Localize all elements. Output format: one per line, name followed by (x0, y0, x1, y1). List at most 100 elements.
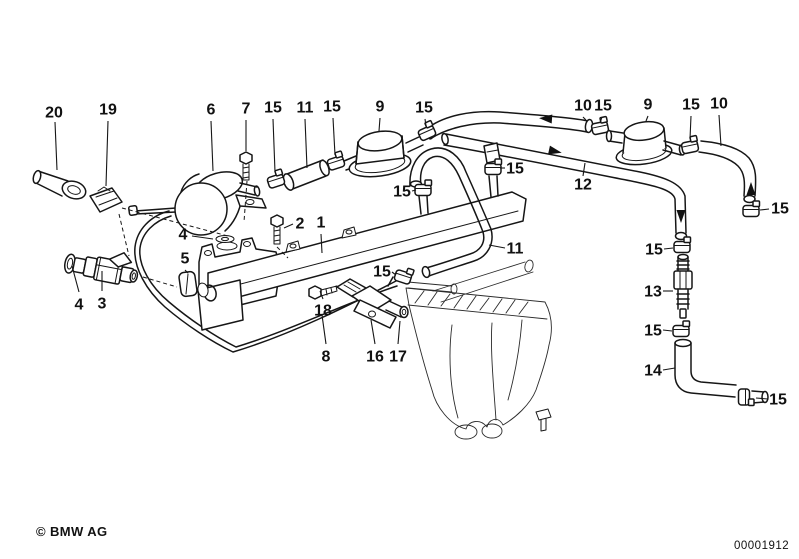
part-callout-4-20: 4 (179, 227, 188, 244)
part-callout-15-14: 15 (506, 161, 524, 178)
hose-clamp-15 (672, 320, 691, 338)
part-callout-8-32: 8 (322, 349, 331, 366)
rail-end-block (197, 279, 244, 331)
manifold-bolt (535, 408, 552, 432)
leader-line (283, 223, 294, 229)
part-callout-15-29: 15 (769, 392, 787, 409)
part-callout-13-26: 13 (644, 284, 662, 301)
leader-line (391, 271, 397, 276)
part-callout-9-11: 9 (644, 97, 653, 114)
leader-line (321, 314, 327, 345)
part-callout-15-25: 15 (645, 242, 663, 259)
part-callout-3-23: 3 (98, 296, 107, 313)
regulator-stem (134, 207, 177, 215)
leader-line (191, 235, 214, 240)
leader-line (54, 121, 58, 171)
fuel-injector-3 (63, 252, 139, 285)
leader-line (397, 320, 401, 345)
part-callout-15-27: 15 (644, 323, 662, 340)
rail-nipple (418, 195, 429, 215)
part-callout-15-12: 15 (682, 97, 700, 114)
leader-line (759, 208, 770, 211)
bolt-18 (308, 285, 338, 300)
assembly-dashed-lines (118, 180, 289, 288)
part-callout-2-18: 2 (296, 216, 305, 233)
part-callout-5-21: 5 (181, 251, 190, 268)
connector-19 (89, 186, 123, 213)
leader-line (689, 115, 692, 140)
valve-16-assembly (336, 276, 409, 329)
leader-line (582, 162, 586, 177)
leader-line (645, 115, 649, 122)
leader-line (272, 118, 276, 173)
hose-10-left (424, 110, 594, 140)
hose-clamp-15 (589, 115, 611, 136)
leader-line (378, 117, 381, 132)
leader-line (488, 244, 506, 249)
bolt-2 (270, 214, 284, 245)
elbow-hose-14 (674, 338, 769, 404)
leader-line (332, 117, 336, 156)
leader-line (582, 116, 587, 121)
part-callout-7-3: 7 (242, 101, 251, 118)
leader-line (662, 329, 673, 332)
part-callout-15-8: 15 (415, 100, 433, 117)
leader-line (411, 189, 417, 192)
vacuum-pipe-8 (134, 210, 398, 353)
part-callout-6-2: 6 (207, 102, 216, 119)
part-callout-15-16: 15 (771, 201, 789, 218)
part-callout-11-24: 11 (507, 241, 524, 258)
hose-clamp-15 (742, 200, 761, 218)
short-hose-11 (282, 159, 330, 191)
part-callout-14-28: 14 (644, 363, 662, 380)
leader-line (105, 120, 109, 187)
leader-line (718, 114, 722, 147)
bolt-7 (239, 151, 253, 181)
flow-direction-arrow (676, 210, 686, 223)
hose-10-right (698, 140, 757, 204)
part-callout-1-19: 1 (317, 215, 326, 232)
pressure-regulator-6 (127, 171, 267, 236)
part-callout-9-7: 9 (376, 99, 385, 116)
injector-cap-4 (66, 257, 74, 270)
damper-outlet-nipple (405, 135, 424, 153)
part-callout-20-0: 20 (45, 105, 63, 122)
part-callout-11-5: 11 (297, 100, 314, 117)
flow-arrows (539, 114, 756, 223)
part-callout-12-15: 12 (574, 177, 592, 194)
part-callout-10-13: 10 (710, 96, 728, 113)
part-callout-17-34: 17 (389, 349, 407, 366)
valve-nipple (387, 276, 394, 287)
seal-washer-4 (215, 235, 238, 251)
leader-line (424, 118, 427, 127)
flow-direction-arrow (539, 114, 553, 124)
vacuum-damper-9b (605, 120, 686, 166)
rubber-boot-20 (32, 169, 87, 200)
leader-line (662, 367, 676, 371)
leader-line (71, 265, 80, 293)
flow-direction-arrow (548, 145, 562, 155)
part-callout-16-33: 16 (366, 349, 384, 366)
part-callout-18-31: 18 (314, 303, 332, 320)
intake-manifold-sketch (405, 259, 552, 440)
barb-fitting-13 (673, 253, 693, 319)
part-callout-15-30: 15 (373, 264, 391, 281)
leader-line (319, 290, 324, 300)
part-callout-15-6: 15 (323, 99, 341, 116)
injector-connector (108, 252, 133, 268)
part-callout-15-10: 15 (594, 98, 612, 115)
vacuum-damper-9a (348, 130, 424, 178)
part-callout-4-22: 4 (75, 297, 84, 314)
leader-line (184, 269, 189, 274)
part-callout-19-1: 19 (99, 102, 117, 119)
hose-clamp-15 (324, 150, 347, 172)
leader-line (320, 233, 323, 254)
leader-line (370, 319, 376, 345)
doc-number: 00001912 (734, 540, 790, 552)
copyright-text: © BMW AG (36, 524, 108, 539)
leader-line (755, 397, 769, 400)
leader-line (304, 118, 308, 169)
part-callout-15-4: 15 (264, 100, 282, 117)
